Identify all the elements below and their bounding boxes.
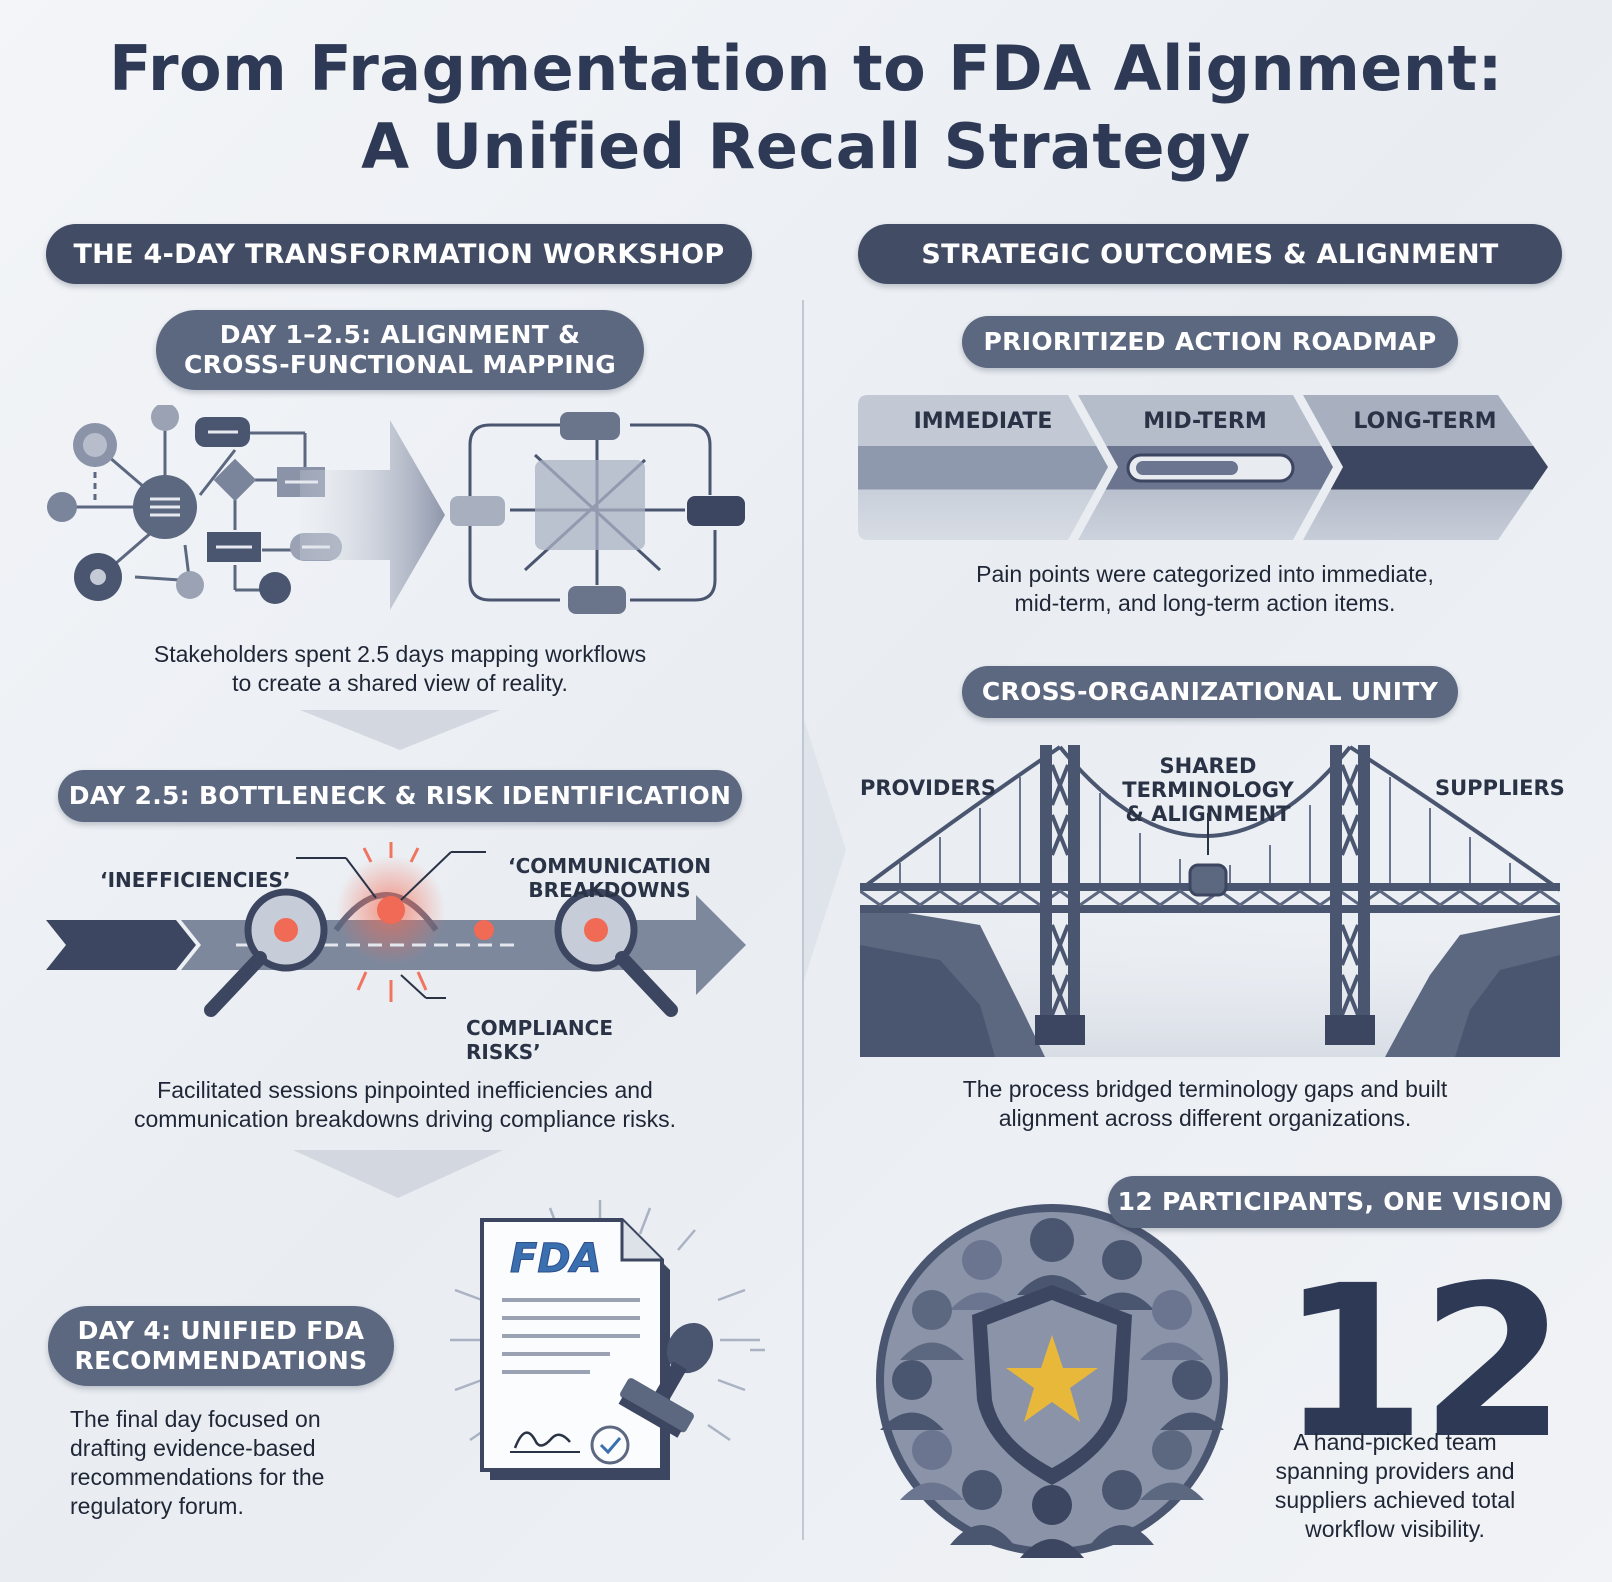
bridge-tower-left: [1035, 745, 1085, 1045]
bridge-center-line3: & ALIGNMENT: [1125, 802, 1291, 826]
day4-caption-line3: recommendations for the: [70, 1464, 325, 1490]
magnifier-icon: [554, 888, 678, 1017]
participants-caption-line3: suppliers achieved total: [1274, 1487, 1516, 1513]
roadmap-caption: Pain points were categorized into immedi…: [850, 560, 1560, 618]
tag-compliance-line1: COMPLIANCE: [466, 1016, 613, 1040]
participants-caption-line4: workflow visibility.: [1305, 1516, 1485, 1542]
roadmap-label: PRIORITIZED ACTION ROADMAP: [962, 316, 1458, 368]
participant-count: 12: [1280, 1240, 1566, 1485]
roadmap-stage-immediate: [858, 395, 1108, 540]
bridge-center-line2: TERMINOLOGY: [1122, 778, 1294, 802]
day25-caption-line1: Facilitated sessions pinpointed ineffici…: [157, 1077, 653, 1103]
right-section-header: STRATEGIC OUTCOMES & ALIGNMENT: [858, 224, 1562, 284]
participants-circle-icon: [876, 1204, 1228, 1558]
participants-label: 12 PARTICIPANTS, ONE VISION: [1108, 1176, 1562, 1228]
roadmap-caption-line2: mid-term, and long-term action items.: [1014, 590, 1396, 616]
unity-caption-line1: The process bridged terminology gaps and…: [962, 1076, 1448, 1102]
day4-label-line1: DAY 4: UNIFIED FDA: [77, 1316, 365, 1345]
roadmap-arrows: [858, 395, 1548, 540]
title-line-1: From Fragmentation to FDA Alignment:: [109, 32, 1503, 105]
tag-communication-line1: ‘COMMUNICATION: [508, 854, 711, 878]
day4-caption-line1: The final day focused on: [70, 1406, 321, 1432]
column-divider: [802, 300, 804, 1540]
day25-caption-line2: communication breakdowns driving complia…: [133, 1106, 676, 1132]
day1-label-line2: CROSS-FUNCTIONAL MAPPING: [183, 350, 617, 379]
day4-caption-line2: drafting evidence-based: [70, 1435, 316, 1461]
bridge-tower-right: [1325, 745, 1375, 1045]
bridge-providers-label: PROVIDERS: [860, 776, 996, 800]
down-chevron-2: [293, 1150, 503, 1198]
page-title: From Fragmentation to FDA Alignment: A U…: [0, 30, 1612, 186]
day4-caption: The final day focused on drafting eviden…: [70, 1405, 410, 1521]
transform-arrow: [300, 420, 445, 610]
day4-caption-line4: regulatory forum.: [70, 1493, 244, 1519]
day1-caption-line2: to create a shared view of reality.: [232, 670, 568, 696]
roadmap-stage-2: MID-TERM: [1143, 409, 1267, 434]
tag-communication-line2: BREAKDOWNS: [528, 878, 691, 902]
participants-caption-line2: spanning providers and: [1275, 1458, 1515, 1484]
risk-node: [377, 896, 405, 924]
bridge-center-line1: SHARED: [1159, 754, 1257, 778]
bridge-illustration: [860, 745, 1560, 1057]
tag-compliance: COMPLIANCE RISKS’: [466, 1016, 613, 1064]
tag-communication: ‘COMMUNICATION BREAKDOWNS: [508, 854, 711, 902]
day4-label: DAY 4: UNIFIED FDA RECOMMENDATIONS: [48, 1306, 394, 1386]
down-chevron-1: [300, 710, 500, 750]
star-icon: [1006, 1335, 1098, 1422]
bridge-connector: [1188, 863, 1228, 897]
bridge-suppliers-label: SUPPLIERS: [1435, 776, 1565, 800]
day25-label: DAY 2.5: BOTTLENECK & RISK IDENTIFICATIO…: [58, 770, 742, 822]
risk-pipeline-diagram: [46, 842, 746, 1017]
day1-caption: Stakeholders spent 2.5 days mapping work…: [60, 640, 740, 698]
day4-label-line2: RECOMMENDATIONS: [74, 1346, 368, 1375]
bridge-center-label: SHARED TERMINOLOGY & ALIGNMENT: [1108, 754, 1308, 826]
fda-logo: FDA: [510, 1236, 601, 1282]
stamp-icon: [618, 1322, 714, 1438]
divider-chevron: [804, 720, 846, 980]
unity-caption: The process bridged terminology gaps and…: [850, 1075, 1560, 1133]
fda-document-icon: FDA: [450, 1200, 765, 1480]
participants-caption: A hand-picked team spanning providers an…: [1240, 1428, 1550, 1544]
unified-network-diagram: [450, 412, 745, 614]
unity-caption-line2: alignment across different organizations…: [998, 1105, 1412, 1131]
participants-caption-line1: A hand-picked team: [1293, 1429, 1497, 1455]
day1-label: DAY 1–2.5: ALIGNMENT & CROSS-FUNCTIONAL …: [156, 310, 644, 390]
roadmap-stage-3: LONG-TERM: [1353, 409, 1497, 434]
tag-inefficiencies: ‘INEFFICIENCIES’: [100, 868, 291, 892]
roadmap-caption-line1: Pain points were categorized into immedi…: [976, 561, 1434, 587]
title-line-2: A Unified Recall Strategy: [361, 110, 1251, 183]
day25-caption: Facilitated sessions pinpointed ineffici…: [50, 1076, 760, 1134]
tag-compliance-line2: RISKS’: [466, 1040, 541, 1064]
roadmap-stage-1: IMMEDIATE: [913, 409, 1053, 434]
left-section-header: THE 4-DAY TRANSFORMATION WORKSHOP: [46, 224, 752, 284]
day1-label-line1: DAY 1–2.5: ALIGNMENT &: [219, 320, 581, 349]
unity-label: CROSS-ORGANIZATIONAL UNITY: [962, 666, 1458, 718]
day1-caption-line1: Stakeholders spent 2.5 days mapping work…: [153, 641, 647, 667]
roadmap-stage-longterm: [1303, 395, 1548, 540]
magnifier-icon: [204, 888, 328, 1017]
